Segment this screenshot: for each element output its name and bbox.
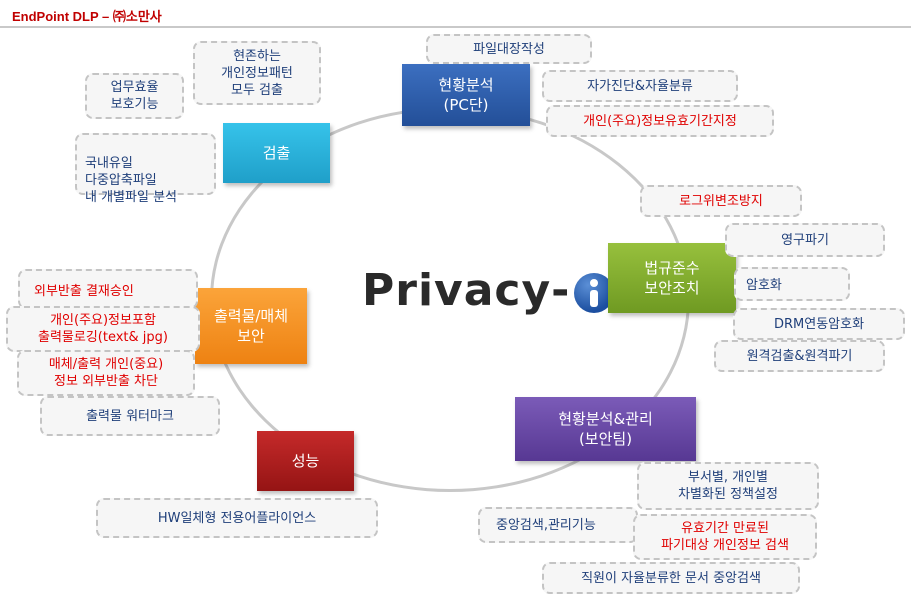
note-remote: 원격검출&원격파기 <box>714 340 885 372</box>
header-divider <box>0 26 911 28</box>
note-self-diagnosis: 자가진단&자율분류 <box>542 70 738 102</box>
note-domestic-only: 국내유일 다중압축파일 내 개별파일 분석 <box>75 133 216 205</box>
note-watermark: 출력물 워터마크 <box>40 396 220 436</box>
note-central-search: 중앙검색,관리기능 <box>478 507 638 543</box>
note-retention-period: 개인(주요)정보유효기간지정 <box>546 105 774 137</box>
node-perf: 성능 <box>257 431 354 491</box>
node-output: 출력물/매체 보안 <box>195 288 307 364</box>
note-file-ledger: 파일대장작성 <box>426 34 592 64</box>
note-domestic-text: 국내유일 다중압축파일 내 개별파일 분석 <box>85 156 177 205</box>
node-legal: 법규준수 보안조치 <box>608 243 736 313</box>
note-hw-appliance: HW일체형 전용어플라이언스 <box>96 498 378 538</box>
info-icon <box>574 273 615 313</box>
note-efficiency: 업무효율 보호기능 <box>85 73 184 119</box>
note-permanent-delete: 영구파기 <box>725 223 885 257</box>
node-status-pc: 현황분석 (PC단) <box>402 64 530 126</box>
note-doc-search: 직원이 자율분류한 문서 중앙검색 <box>542 562 800 594</box>
note-existing-patterns: 현존하는 개인정보패턴 모두 검출 <box>193 41 321 105</box>
page-title: EndPoint DLP – ㈜소만사 <box>12 9 162 24</box>
note-log-tamper: 로그위변조방지 <box>640 185 802 217</box>
note-export-approval: 외부반출 결재승인 <box>18 269 198 309</box>
note-dept-policy: 부서별, 개인별 차별화된 정책설정 <box>637 462 819 510</box>
privacy-i-logo: Privacy- <box>362 262 615 318</box>
note-print-logging: 개인(주요)정보포함 출력물로깅(text& jpg) <box>6 306 200 352</box>
note-expired-data: 유효기간 만료된 파기대상 개인정보 검색 <box>633 514 817 560</box>
logo-text: Privacy- <box>362 264 571 316</box>
node-manage: 현황분석&관리 (보안팀) <box>515 397 696 461</box>
node-detect: 검출 <box>223 123 330 183</box>
note-drm: DRM연동암호화 <box>733 308 905 340</box>
note-encryption: 암호화 <box>734 267 850 301</box>
note-media-block: 매체/출력 개인(중요) 정보 외부반출 차단 <box>17 350 195 396</box>
